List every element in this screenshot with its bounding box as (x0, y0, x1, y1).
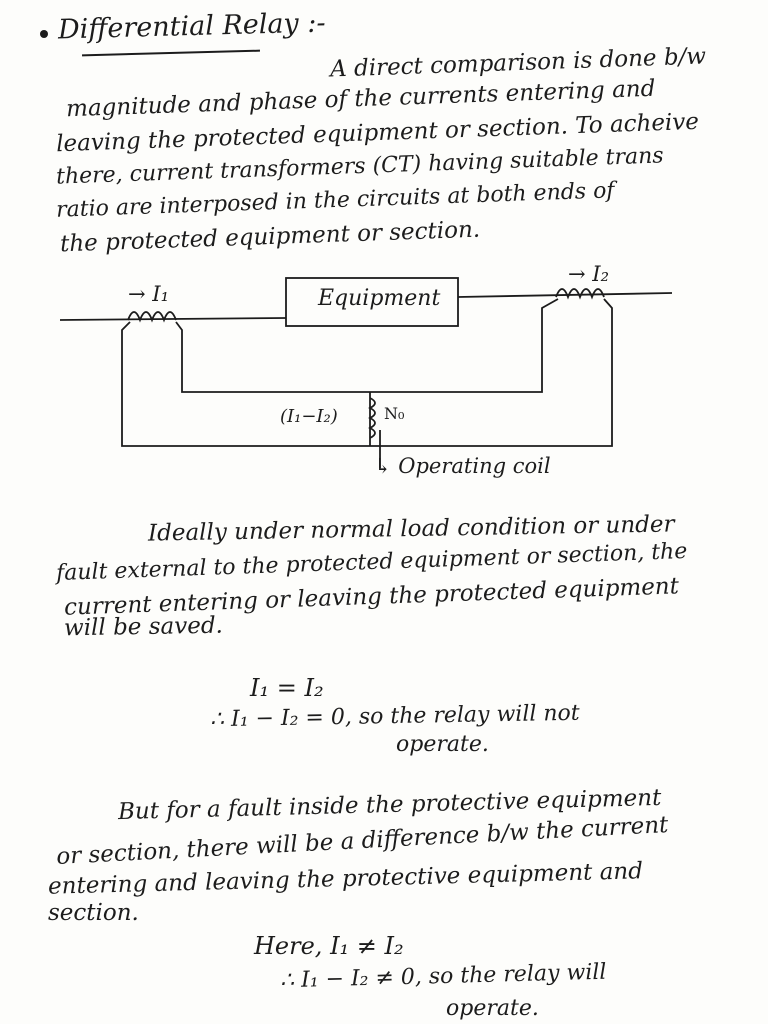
left-inner-loop (175, 321, 380, 393)
equipment-label: Equipment (318, 286, 441, 311)
current-out-label: → I₂ (568, 262, 609, 286)
line-left (59, 317, 287, 321)
equation-difference-fault: ∴ I₁ − I₂ ≠ 0, so the relay will (279, 959, 607, 994)
operating-coil-label: ↳ Operating coil (374, 454, 551, 478)
current-in-label: → I₁ (128, 282, 169, 306)
line-right (457, 292, 673, 298)
bullet-point (40, 30, 48, 38)
para3-line: section. (48, 900, 139, 926)
equation-result-fault: operate. (446, 996, 539, 1021)
equation-difference: ∴ I₁ − I₂ = 0, so the relay will not (209, 700, 580, 733)
right-outer-loop (380, 298, 613, 447)
equation-result: operate. (396, 732, 489, 757)
equation-not-equal: Here, I₁ ≠ I₂ (254, 932, 404, 960)
para2-line: will be saved. (63, 612, 224, 642)
differential-relay-diagram (59, 277, 673, 468)
equation-equal: I₁ = I₂ (250, 674, 324, 702)
coil-current-label: (I₁−I₂) (280, 406, 338, 427)
ct-left-coil (127, 311, 177, 323)
turns-label: N₀ (384, 404, 405, 423)
equipment-box (285, 277, 459, 327)
operating-coil (367, 397, 376, 439)
right-inner-loop (380, 298, 559, 393)
left-outer-loop (121, 321, 380, 447)
ct-right-coil (555, 288, 605, 300)
